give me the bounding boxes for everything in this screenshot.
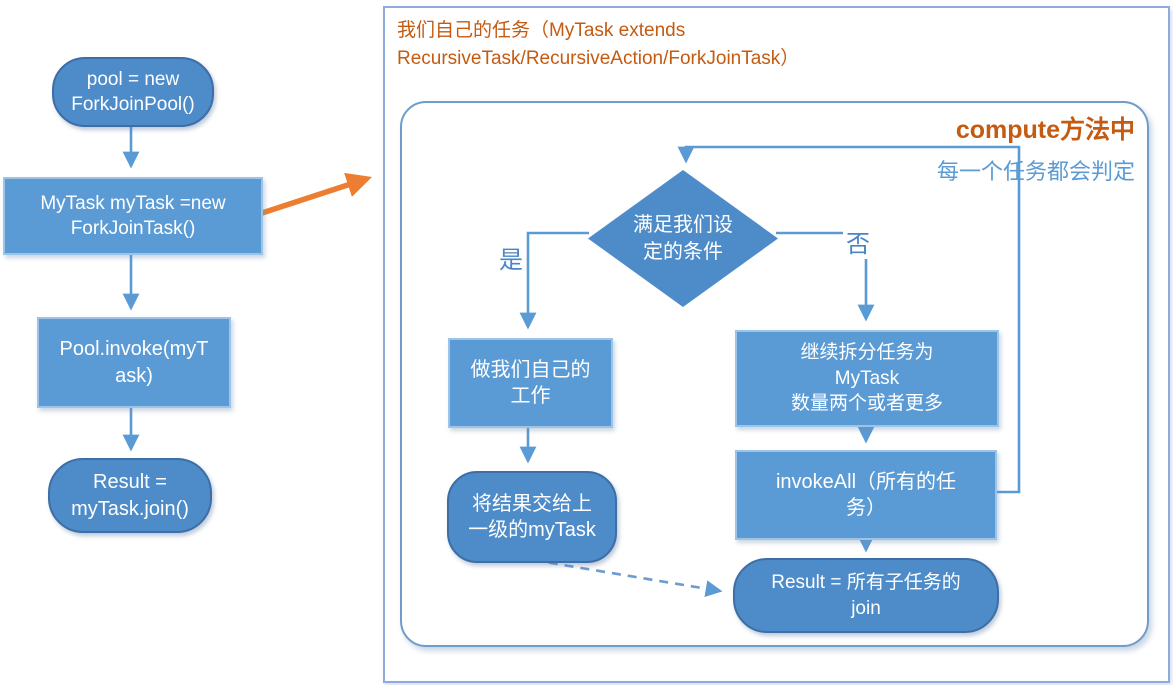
panel-title: 我们自己的任务（MyTask extends RecursiveTask/Rec… (397, 20, 800, 69)
connector-loopback-to-diamond (677, 145, 1021, 494)
node-result-all-subtask-join: Result = 所有子任务的 join (733, 558, 999, 633)
node-new-forkjoinpool: pool = new ForkJoinPool() (52, 57, 214, 127)
every-task-judge-label: 每一个任务都会判定 (936, 159, 1135, 184)
node-do-own-work: 做我们自己的 工作 (448, 338, 613, 428)
connector-pass-to-resultjoin-dashed (532, 558, 723, 597)
yes-branch-label: 是 (496, 240, 526, 275)
node-pool-invoke: Pool.invoke(myT ask) (37, 317, 231, 408)
node-invokeall: invokeAll（所有的任 务） (735, 450, 997, 540)
node-pass-result-up: 将结果交给上 一级的myTask (447, 471, 617, 563)
node-split-tasks: 继续拆分任务为 MyTask 数量两个或者更多 (735, 330, 999, 427)
node-result-join: Result = myTask.join() (48, 458, 212, 533)
connector-yes-branch (519, 231, 589, 330)
node-new-forkjointask: MyTask myTask =new ForkJoinTask() (3, 177, 263, 255)
no-branch-label: 否 (843, 224, 873, 259)
compute-method-label: compute方法中 (955, 116, 1135, 144)
connector-mytask-to-panel-orange (258, 172, 373, 217)
